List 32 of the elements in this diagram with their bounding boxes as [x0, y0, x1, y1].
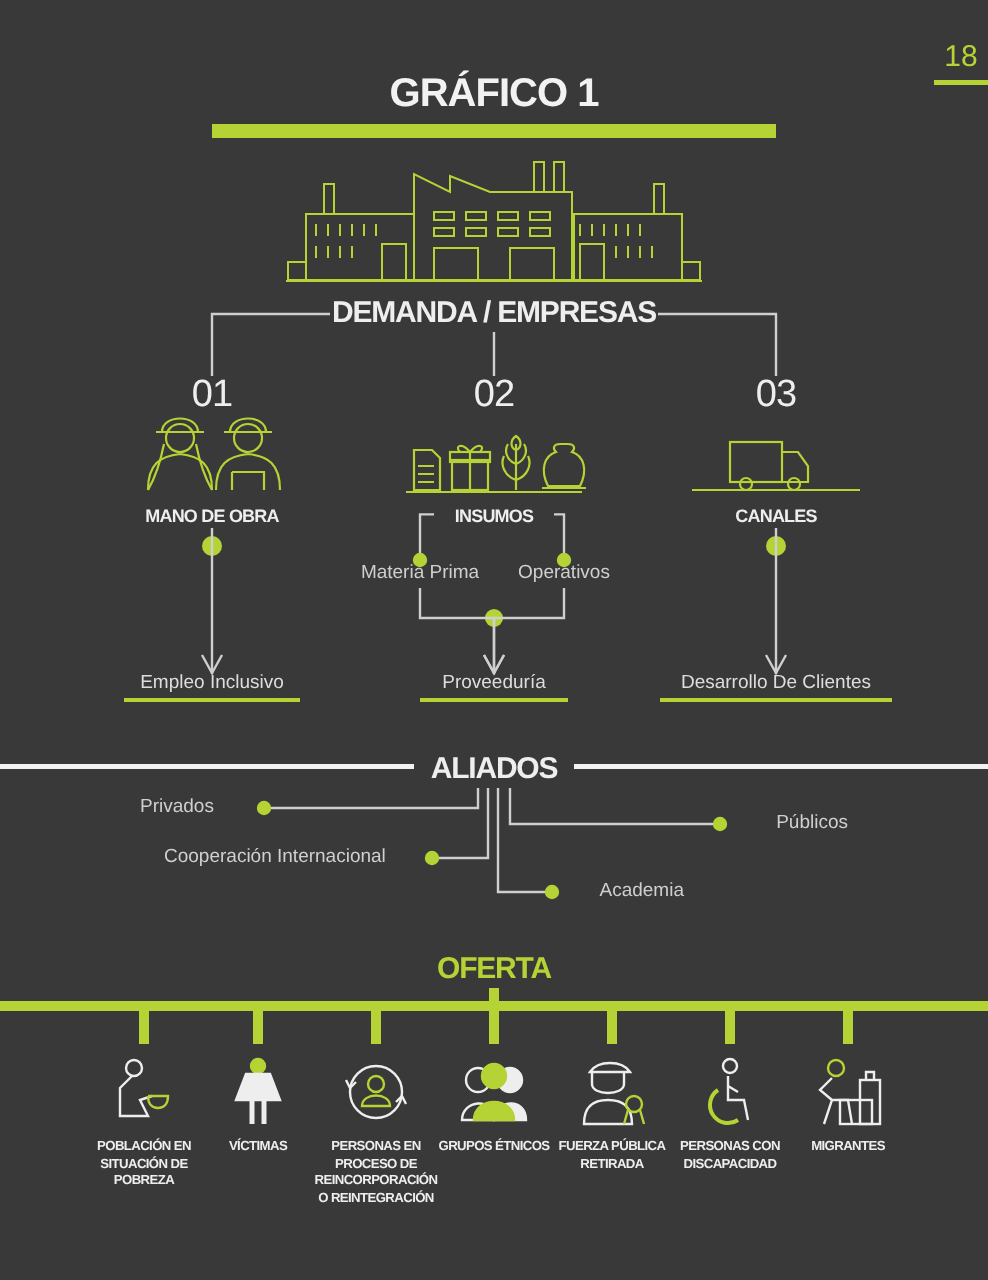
section-number: 01 [191, 376, 233, 416]
section-heading: DEMANDA / EMPRESAS [332, 296, 656, 330]
connector-line [492, 332, 496, 376]
item-label: Operativos [518, 560, 610, 588]
partner-label: Públicos [776, 810, 848, 838]
connector-line [412, 513, 434, 568]
partner-label: Academia [599, 878, 684, 906]
arrow [764, 528, 788, 675]
connector-line [256, 788, 480, 816]
underlined-label: Proveeduría [420, 674, 568, 702]
partner-label: Privados [140, 794, 214, 822]
connector-line [424, 788, 490, 866]
section-number: 03 [755, 376, 797, 416]
section-heading: ALIADOS [430, 752, 558, 786]
connector-line [554, 513, 572, 568]
connector-line [210, 312, 330, 376]
section-number: 02 [473, 376, 515, 416]
section-heading: OFERTA [437, 952, 551, 986]
title: GRÁFICO 1 [387, 72, 601, 118]
underlined-label: Empleo Inclusivo [124, 674, 300, 702]
category-label: INSUMOS [454, 504, 534, 528]
underlined-label: Desarrollo De Clientes [660, 674, 892, 702]
arrow [200, 528, 224, 675]
item-label: Materia Prima [360, 560, 480, 588]
arrow [482, 588, 566, 675]
page-number: 18 [942, 40, 980, 74]
connector-line [658, 312, 778, 376]
connector-line [496, 788, 560, 900]
connector-line [508, 788, 728, 832]
partner-label: Cooperación Internacional [164, 844, 386, 872]
category-label: CANALES [735, 504, 817, 528]
category-label: MANO DE OBRA [145, 504, 279, 528]
